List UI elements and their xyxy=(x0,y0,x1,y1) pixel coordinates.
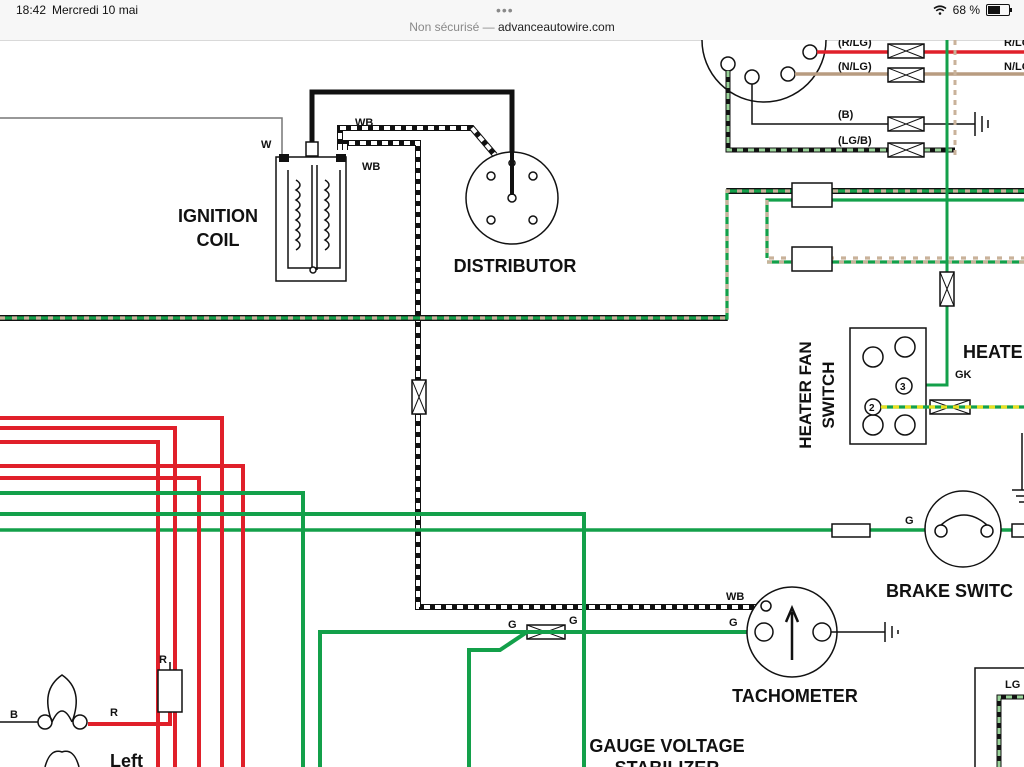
wire-label-n-lg-right: N/LG xyxy=(1004,61,1024,73)
wire-label-w: W xyxy=(261,139,272,151)
connector-block xyxy=(791,182,833,208)
left-harness xyxy=(0,416,586,767)
pin-label-2: 2 xyxy=(869,403,875,414)
wire-label-g-conn-left: G xyxy=(508,619,517,631)
heater-label: HEATE xyxy=(963,342,1023,362)
security-label: Non sécurisé xyxy=(409,20,480,34)
wire-label-r-lg-right: R/LG xyxy=(1004,40,1024,49)
wire-label-r-lamp: R xyxy=(110,707,118,719)
battery-percent: 68 % xyxy=(952,3,980,17)
resistor xyxy=(157,669,183,713)
gauge-voltage-stabilizer-label-2: STABILIZER xyxy=(615,758,720,767)
battery-icon xyxy=(986,4,1012,16)
tachometer-label: TACHOMETER xyxy=(732,686,858,706)
wire-label-r-lg: (R/LG) xyxy=(838,40,872,49)
more-dots-icon[interactable]: ••• xyxy=(496,2,514,18)
url-text: advanceautowire.com xyxy=(497,20,615,34)
clock: 18:42 xyxy=(16,3,47,17)
wifi-icon xyxy=(933,5,947,15)
brake-switch-label: BRAKE SWITC xyxy=(886,581,1013,601)
address-bar[interactable]: Non sécurisé — advanceautowire.com xyxy=(409,20,615,34)
ignition-coil-label-1: IGNITION xyxy=(178,206,258,226)
wire-label-g-brake: G xyxy=(905,515,914,527)
connector-block xyxy=(791,246,833,272)
gauge-voltage-stabilizer-label-1: GAUGE VOLTAGE xyxy=(589,736,744,756)
lamp-symbol xyxy=(47,674,77,723)
ignition-coil-label-2: COIL xyxy=(197,230,240,250)
wire-label-lg: LG xyxy=(1005,679,1020,691)
heater-fan-switch-label-2: SWITCH xyxy=(819,361,838,428)
wire-label-b: (B) xyxy=(838,109,854,121)
wire-label-wb-mid: WB xyxy=(362,161,380,173)
wire-label-wb-top: WB xyxy=(355,117,373,129)
wire-label-wb-tach: WB xyxy=(726,591,744,603)
wire-label-b-lamp: B xyxy=(10,709,18,721)
wire-label-n-lg: (N/LG) xyxy=(838,61,872,73)
wire-label-g-conn-right: G xyxy=(569,615,578,627)
multi-pin-plug xyxy=(701,40,827,103)
ignition-coil-symbol xyxy=(275,141,347,282)
date: Mercredi 10 mai xyxy=(52,3,139,17)
wire-label-gk: GK xyxy=(955,369,972,381)
brake-switch-body xyxy=(924,490,1002,568)
wire-label-g-tach: G xyxy=(729,617,738,629)
status-icons: 68 % xyxy=(933,3,1012,17)
wiring-diagram: IGNITION COIL DISTRIBUTOR HEATER FAN SWI… xyxy=(0,40,1024,767)
ios-status-bar: 18:42 Mercredi 10 mai ••• Non sécurisé —… xyxy=(0,0,1024,41)
pin-label-3: 3 xyxy=(900,382,906,393)
distributor-label: DISTRIBUTOR xyxy=(454,256,577,276)
left-label: Left xyxy=(110,751,143,767)
wire-label-lg-b: (LG/B) xyxy=(838,135,872,147)
heater-fan-switch-label-1: HEATER FAN xyxy=(796,341,815,448)
distributor-symbol xyxy=(465,151,559,245)
wire-label-r-resistor: R xyxy=(159,654,167,666)
